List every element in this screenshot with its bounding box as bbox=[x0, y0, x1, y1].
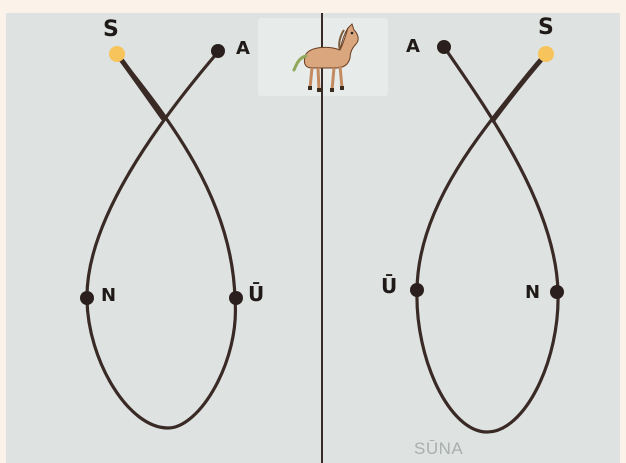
right-dot-a bbox=[437, 40, 451, 54]
left-thick-start-segment bbox=[114, 51, 166, 121]
left-label-u: Ū bbox=[248, 282, 265, 306]
left-tracing-figure bbox=[80, 44, 243, 430]
center-divider-line bbox=[321, 13, 323, 463]
left-label-s: S bbox=[103, 17, 119, 42]
right-thick-start-segment bbox=[490, 51, 549, 123]
right-start-dot bbox=[538, 46, 554, 62]
left-dot-n bbox=[80, 291, 94, 305]
right-dot-u bbox=[410, 283, 424, 297]
right-stroke-from-s bbox=[415, 45, 560, 434]
right-label-s: S bbox=[538, 15, 554, 40]
right-label-n: N bbox=[525, 282, 541, 303]
right-label-u: Ū bbox=[381, 274, 398, 298]
left-dot-a bbox=[211, 44, 225, 58]
left-label-a: A bbox=[236, 38, 250, 59]
right-label-a: A bbox=[406, 36, 420, 57]
right-dot-n bbox=[550, 285, 564, 299]
left-label-n: N bbox=[101, 285, 117, 306]
left-dot-u bbox=[229, 291, 243, 305]
right-tracing-figure bbox=[410, 40, 564, 434]
left-start-dot bbox=[109, 46, 125, 62]
horse-icon bbox=[292, 23, 359, 92]
word-caption: SŪNA bbox=[414, 439, 464, 458]
left-stroke-from-s bbox=[85, 50, 238, 430]
